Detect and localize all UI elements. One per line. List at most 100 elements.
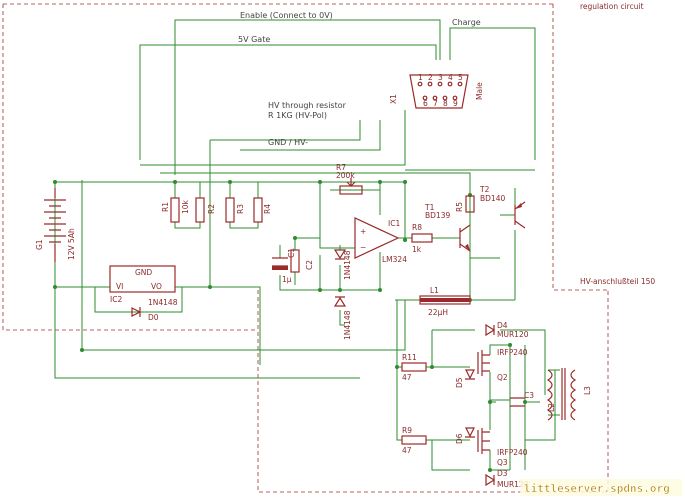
connector-pin-label: 2 <box>428 73 433 82</box>
r9-name: R9 <box>402 426 412 435</box>
l3-name: L3 <box>583 386 592 395</box>
capacitor-c3: C3 <box>510 391 534 407</box>
t1-value: BD139 <box>425 211 450 220</box>
transistor-t1: T1 BD139 <box>424 203 471 252</box>
connector-pin <box>457 81 463 87</box>
net-label-5v-gate: 5V Gate <box>238 35 270 44</box>
section-frames <box>2 3 609 493</box>
zener-d5: D5 <box>455 369 475 388</box>
t2-value: BD140 <box>480 194 505 203</box>
battery-name: G1 <box>35 239 44 250</box>
svg-text:−: − <box>360 243 366 252</box>
q3-value: IRFP240 <box>497 448 528 457</box>
r1-name: R1 <box>161 202 170 212</box>
r9-value: 47 <box>402 446 412 455</box>
capacitor-c2: C2 <box>290 249 314 273</box>
r8-name: R8 <box>412 223 422 232</box>
resistor-r3: R3 <box>225 197 245 223</box>
connector-pin-label: 5 <box>458 73 463 82</box>
connector-pin <box>437 81 443 87</box>
ic1-value: LM324 <box>382 255 407 264</box>
diode-d4: D4 MUR120 <box>485 321 529 339</box>
q2-value: IRFP240 <box>497 348 528 357</box>
resistor-r2: R2 <box>195 197 216 223</box>
connector-pin <box>452 95 458 101</box>
diode-d3: D3 MUR120 <box>485 469 529 489</box>
net-wires <box>54 19 560 471</box>
l1-value: 22µH <box>428 308 448 317</box>
battery-g1: G1 12V 5Ah <box>35 188 76 262</box>
section-label-hv: HV-anschlußteil 150 <box>580 277 655 286</box>
ic2-pin-out: VO <box>151 282 162 291</box>
r7-value: 200k <box>336 171 355 180</box>
opamp-ic1: + − IC1 LM324 <box>354 217 407 264</box>
connector-pin-label: 3 <box>438 73 443 82</box>
connector-pin-label: 1 <box>418 73 423 82</box>
connector-type: Male <box>475 82 484 100</box>
watermark-text: littleserver.spdns.org <box>524 482 670 495</box>
ic2-name: IC2 <box>110 295 122 304</box>
ic1-name: IC1 <box>388 219 400 228</box>
watermark: littleserver.spdns.org <box>520 479 682 496</box>
d3-value: MUR120 <box>497 480 529 489</box>
connector-pin-label: 9 <box>453 99 458 108</box>
r11-value: 47 <box>402 373 412 382</box>
ic2-pin-in: VI <box>116 282 123 291</box>
transformer-l2-l3: L2 L3 <box>546 368 592 421</box>
inductor-l1: L1 22µH <box>419 286 471 317</box>
resistor-r11: R11 47 <box>401 353 427 382</box>
r2-name: R2 <box>207 204 216 214</box>
section-label-regulation: regulation circuit <box>580 2 644 11</box>
r5-name: R5 <box>455 202 464 212</box>
capacitor-c1: 1µ C1 <box>272 248 296 284</box>
net-label-charge: Charge <box>452 18 481 27</box>
resistor-r9: R9 47 <box>401 426 427 455</box>
connector-pin <box>432 95 438 101</box>
r4-name: R4 <box>263 204 272 214</box>
connector-name: X1 <box>389 94 398 104</box>
mosfet-q3: IRFP240 Q3 <box>477 428 528 467</box>
t1-name: T1 <box>424 203 435 212</box>
net-label-via-resistor-2: R 1KG (HV-Pol) <box>268 111 327 120</box>
q3-name: Q3 <box>497 458 508 467</box>
connector-pin <box>447 81 453 87</box>
transistor-t2: T2 BD140 <box>479 185 526 229</box>
d2-value: 1N4148 <box>343 310 352 340</box>
dz1-name: D5 <box>455 377 464 388</box>
mosfet-q2: IRFP240 Q2 <box>477 348 528 382</box>
connector-pin-label: 8 <box>443 99 448 108</box>
r11-name: R11 <box>402 353 417 362</box>
diode-d1: 1N4148 <box>333 249 352 280</box>
d4-name: D4 <box>497 321 508 330</box>
c2-name: C2 <box>305 260 314 270</box>
r3-name: R3 <box>236 204 245 214</box>
dz2-name: D6 <box>455 433 464 444</box>
connector-pin <box>417 81 423 87</box>
net-label-enable: Enable (Connect to 0V) <box>240 11 333 20</box>
svg-text:+: + <box>360 227 366 236</box>
connector-pin-label: 7 <box>433 99 438 108</box>
resistor-r1: R1 10k <box>161 197 190 223</box>
diode-d2: 1N4148 <box>333 296 352 340</box>
d0-value: 1N4148 <box>148 298 178 307</box>
diode-d0: 1N4148 D0 <box>131 298 178 322</box>
net-label-via-resistor: HV through resistor <box>268 101 347 110</box>
d3-name: D3 <box>497 469 508 478</box>
l2-name: L2 <box>547 403 556 412</box>
resistor-r5: R5 <box>455 195 475 213</box>
connector-pin <box>442 95 448 101</box>
connector-pin <box>422 95 428 101</box>
r1-value: 10k <box>181 199 190 214</box>
potentiometer-r7: R7 200k <box>336 163 363 195</box>
resistor-r4: R4 <box>253 197 272 223</box>
q2-name: Q2 <box>497 373 508 382</box>
d4-value: MUR120 <box>497 330 529 339</box>
connector-pin-label: 4 <box>448 73 453 82</box>
connector-pin <box>427 81 433 87</box>
c3-name: C3 <box>524 391 534 400</box>
t2-name: T2 <box>479 185 490 194</box>
d0-name: D0 <box>148 313 159 322</box>
resistor-r8: R8 1k <box>411 223 433 254</box>
